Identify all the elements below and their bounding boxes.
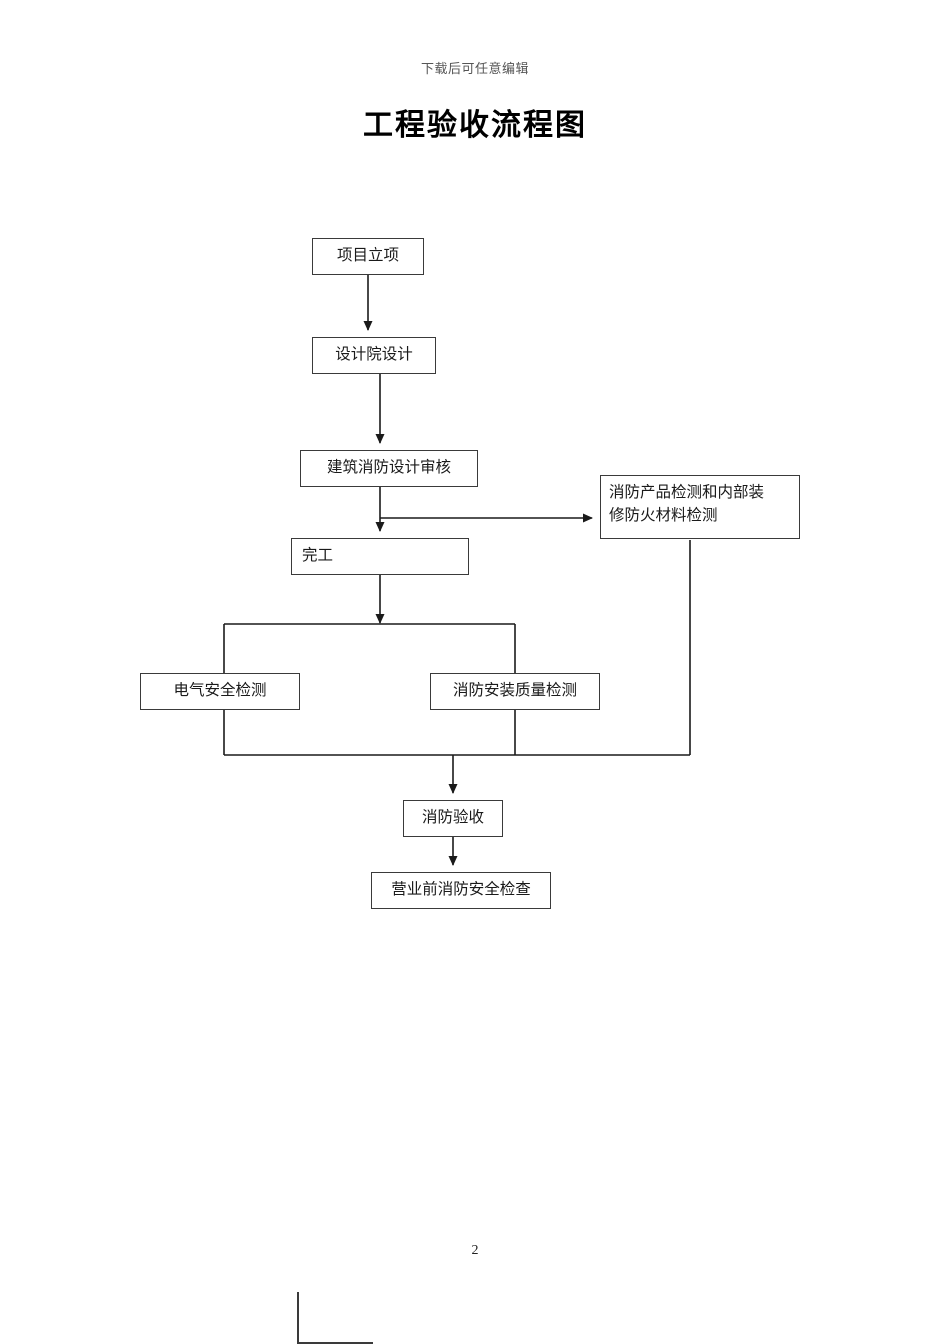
flow-node-fire-design-review[interactable]: 建筑消防设计审核 [300, 450, 478, 487]
footer-corner-mark [297, 1292, 373, 1344]
header-note: 下载后可任意编辑 [420, 61, 529, 76]
flow-node-project-initiation[interactable]: 项目立项 [312, 238, 424, 275]
flow-node-product-material-testing[interactable]: 消防产品检测和内部装 修防火材料检测 [600, 475, 800, 539]
flow-node-label: 营业前消防安全检查 [391, 881, 531, 899]
flow-node-label: 设计院设计 [335, 346, 413, 364]
flow-node-label: 电气安全检测 [173, 682, 267, 700]
flow-node-label: 消防验收 [421, 809, 484, 827]
flow-node-label: 项目立项 [336, 247, 399, 265]
flow-node-label: 建筑消防设计审核 [326, 459, 451, 477]
page-title: 工程验收流程图 [363, 108, 587, 143]
flow-node-design-institute[interactable]: 设计院设计 [312, 337, 436, 374]
flow-node-fire-install-quality-test[interactable]: 消防安装质量检测 [430, 673, 600, 710]
flow-node-label-line-2: 修防火材料检测 [609, 507, 718, 525]
flow-node-fire-acceptance[interactable]: 消防验收 [403, 800, 503, 837]
flow-node-label: 完工 [302, 547, 334, 565]
flow-node-label: 消防安装质量检测 [452, 682, 577, 700]
flow-node-pre-opening-inspection[interactable]: 营业前消防安全检查 [371, 872, 551, 909]
flow-node-electrical-safety-test[interactable]: 电气安全检测 [140, 673, 300, 710]
flow-node-completion[interactable]: 完工 [291, 538, 469, 575]
flow-node-label-line-1: 消防产品检测和内部装 [609, 484, 765, 501]
page-number: 2 [471, 1243, 479, 1258]
